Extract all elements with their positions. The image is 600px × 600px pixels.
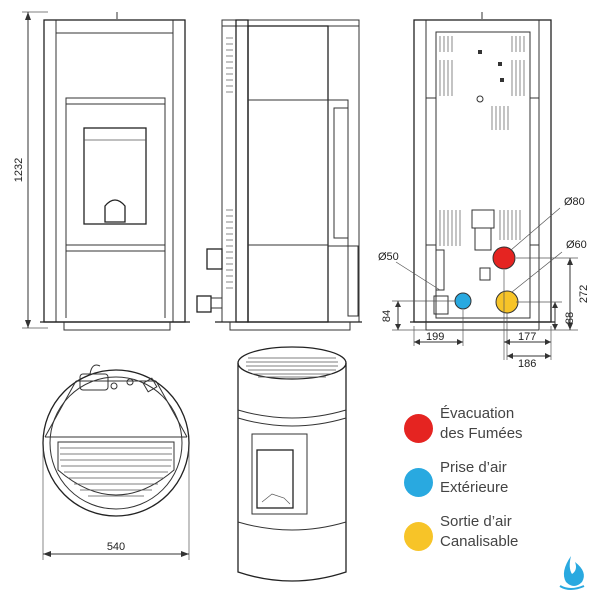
legend-canalisable-line1: Sortie d’air [440,513,512,530]
dim-dia-prise-air: Ø50 [378,251,399,263]
legend-item-canalisable: Sortie d’air Canalisable [404,512,594,560]
dim-h-prise-air: 84 [381,310,393,322]
dim-w-canalisable: 186 [518,358,536,370]
evacuation-outlet [492,246,516,270]
legend-canalisable-line2: Canalisable [440,533,519,550]
legend-evacuation-line2: des Fumées [440,425,523,442]
side-view [196,19,362,331]
dim-height-total: 1232 [13,158,25,182]
dim-h-canalisable: 88 [564,312,576,324]
legend-item-evacuation: Évacuation des Fumées [404,404,594,452]
dim-width-diameter: 540 [107,541,125,553]
dim-h-evacuation: 272 [578,285,590,303]
dim-w-prise-air: 199 [426,331,444,343]
yellow-dot-icon [404,522,433,551]
perspective-view [237,346,347,582]
flame-drop-icon [559,556,585,590]
dim-w-evacuation: 177 [518,331,536,343]
dim-dia-evacuation: Ø80 [564,196,585,208]
legend-prise-air-line1: Prise d’air [440,459,507,476]
legend-item-prise-air: Prise d’air Extérieure [404,458,594,506]
blue-dot-icon [404,468,433,497]
canalisable-outlet [495,290,519,314]
legend-prise-air-line2: Extérieure [440,479,509,496]
legend-evacuation-line1: Évacuation [440,405,515,422]
front-view: 1232 [13,11,190,331]
dim-dia-canalisable: Ø60 [566,239,587,251]
rear-view: Ø80 Ø60 Ø50 272 88 84 199 177 186 [378,12,590,370]
top-view: 540 [42,364,190,560]
prise-air-inlet [454,292,472,310]
red-dot-icon [404,414,433,443]
